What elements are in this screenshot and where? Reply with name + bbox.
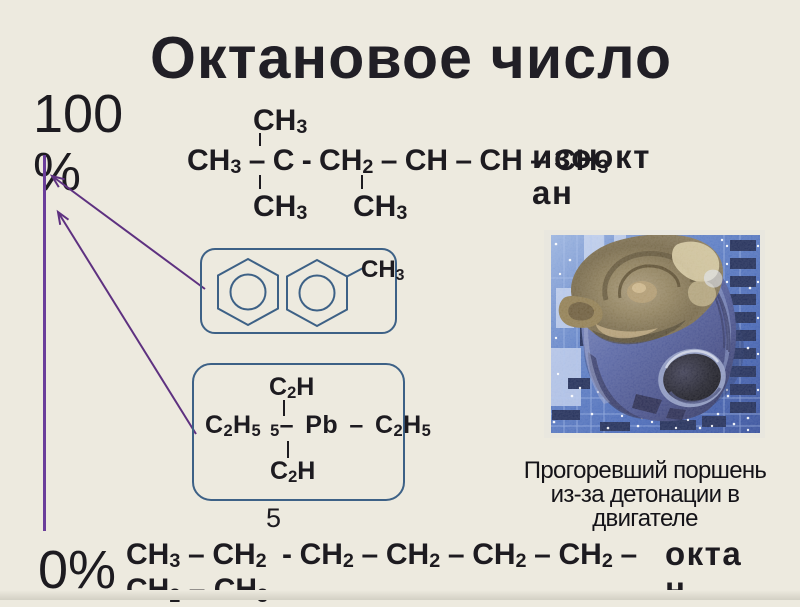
octane-label-line1: окта	[665, 535, 743, 572]
isooctane-label-line1: изоокт	[532, 138, 652, 175]
arrow-to-benzene-head	[49, 174, 65, 188]
bond-below-c	[259, 175, 261, 189]
slide-title: Октановое число	[150, 24, 673, 91]
isooctane-main-chain: CH3 – C - CH2 – CH – CH – CH3	[187, 143, 609, 178]
lead-bottom-ethyl: C2H	[270, 457, 316, 487]
benzene-box	[200, 248, 397, 334]
arrow-to-lead-line	[57, 211, 197, 435]
lead-stray-subscript: 5	[266, 503, 282, 533]
bottom-shade	[0, 590, 800, 600]
benzene-ring-2-hexagon	[286, 258, 348, 328]
octane-label-line2: н	[665, 570, 687, 607]
caption-line3: двигателе	[592, 504, 698, 532]
benzene-box-border	[200, 248, 397, 334]
isooctane-lower-methyl-1: CH3	[253, 189, 308, 224]
lead-bond-bottom	[287, 441, 289, 458]
lead-middle-chain: C2H5 5– Pb – C2H5	[205, 411, 432, 441]
caption-line1: Прогоревший поршень	[523, 456, 767, 484]
lead-top-ethyl: C2H	[269, 373, 315, 403]
isooctane-lower-methyl-2: CH3	[353, 189, 408, 224]
arrow-to-lead-head	[56, 209, 70, 225]
benzene-methyl-label: CH3	[361, 256, 405, 284]
scale-line	[43, 155, 46, 531]
benzene-methyl-bond	[346, 266, 366, 278]
piston-photo	[544, 230, 765, 438]
benzene-ring-1-circle	[229, 273, 267, 311]
isooctane-top-methyl: CH3	[253, 103, 308, 138]
bond-top	[259, 133, 261, 146]
caption-line2: из-за детонации в	[550, 480, 740, 508]
isooctane-label-line2: ан	[532, 174, 574, 211]
lead-bond-top	[283, 400, 285, 416]
bond-below-ch	[361, 175, 363, 189]
benzene-ring-2-circle	[298, 274, 336, 312]
scale-top-line1: 100	[33, 84, 124, 144]
octane-line1: CH3 – CH2 - CH2 – CH2 – CH2 – CH2 –	[126, 537, 638, 572]
lead-box-border	[192, 363, 405, 501]
arrow-to-benzene-line	[51, 175, 206, 290]
benzene-ring-1-hexagon	[217, 257, 279, 327]
lead-box	[192, 363, 405, 501]
